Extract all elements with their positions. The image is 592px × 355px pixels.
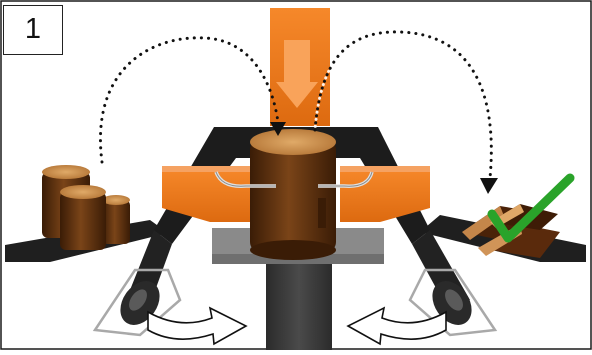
right-wedge-top: [340, 166, 430, 172]
right-swing-arrow-icon: [348, 308, 446, 344]
round-logs-stack: [42, 165, 130, 250]
dotted-path-right-arrowhead: [480, 178, 498, 194]
center-log-bottom: [250, 240, 336, 260]
left-wedge-top: [162, 166, 256, 172]
round-log-front-top: [60, 185, 106, 199]
round-log-small: [102, 200, 130, 244]
center-post: [266, 255, 332, 350]
center-log-top: [250, 129, 336, 155]
step-number-box: 1: [3, 5, 63, 55]
step-number: 1: [4, 13, 62, 46]
left-swing-arrow-icon: [148, 308, 246, 344]
center-log: [250, 140, 336, 252]
round-log-back-top: [42, 165, 90, 179]
round-log-front: [60, 192, 106, 250]
round-log-small-top: [102, 195, 130, 205]
center-log-slot: [318, 198, 326, 228]
